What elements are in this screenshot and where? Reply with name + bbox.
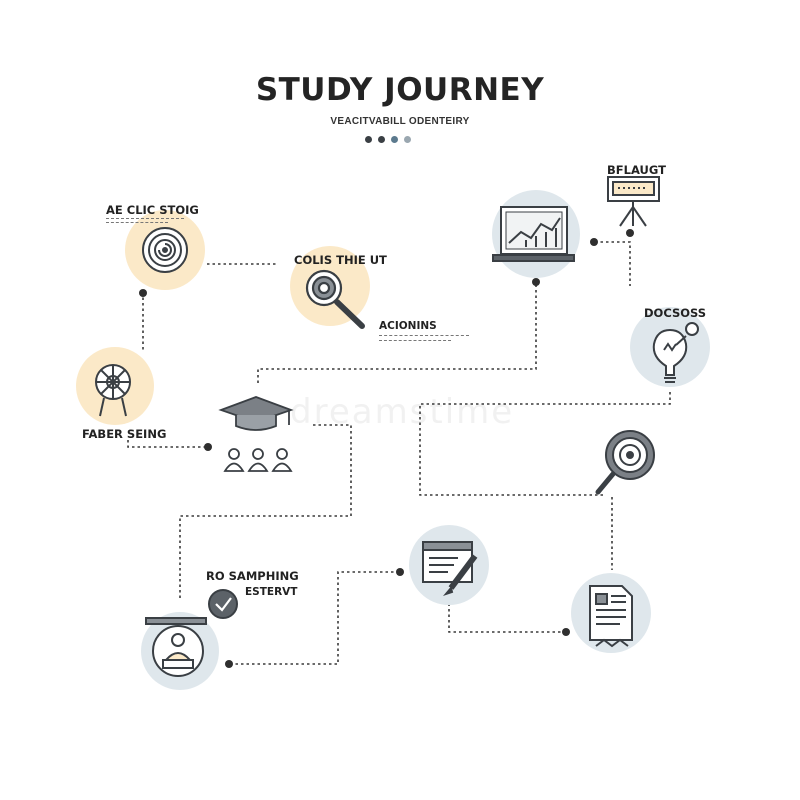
dot-wheel-right <box>204 443 212 451</box>
connector-cap-to-laptop <box>257 283 537 383</box>
dot-laptop-bottom <box>532 278 540 286</box>
connector-laptop-to-board <box>595 241 631 286</box>
page-subtitle: VEACITVABILL ODENTEIRY <box>330 116 470 127</box>
page-title: STUDY JOURNEY <box>255 72 545 108</box>
connector-bulb-to-target <box>419 392 671 496</box>
student-desk-icon <box>145 617 207 677</box>
document-pencil-icon <box>422 541 478 597</box>
connector-student-to-document <box>230 571 398 665</box>
target-spiral-icon <box>142 227 188 273</box>
connector-cap-to-student <box>179 424 352 600</box>
label-faber-seing: FABER SEING <box>82 427 167 441</box>
connector-wheel-to-cap <box>127 440 207 448</box>
ship-wheel-icon <box>95 364 131 417</box>
label-acionins-underline <box>379 335 469 337</box>
dot-3 <box>391 136 398 143</box>
label-clic-stoig: AE CLIC STOIG <box>106 203 199 217</box>
pagination-dots <box>365 130 435 143</box>
target-magnifier-icon <box>595 430 655 495</box>
label-acionins-underline-2 <box>379 340 451 342</box>
label-clic-underline-2 <box>106 222 168 224</box>
dot-student-right <box>225 660 233 668</box>
lightbulb-icon <box>652 322 699 383</box>
graduation-cap-icon <box>218 396 294 431</box>
dot-laptop-right <box>590 238 598 246</box>
label-estervt: ESTERVT <box>245 586 298 598</box>
connector-dots <box>139 229 634 668</box>
connector-newspaper-to-document <box>448 603 566 633</box>
checkmark-icon <box>208 589 238 619</box>
label-docsoss: DOCSOSS <box>644 306 707 320</box>
label-colis-thie-ut: COLIS THIE UT <box>294 253 387 267</box>
dot-1 <box>365 136 372 143</box>
dot-4 <box>404 136 411 143</box>
watermark: dreamstime <box>290 392 515 432</box>
magnifier-icon <box>305 269 365 329</box>
dot-2 <box>378 136 385 143</box>
label-bflaugt: BFLAUGT <box>607 163 666 177</box>
dot-document-left <box>396 568 404 576</box>
journey-path <box>127 241 671 665</box>
dot-spiral-bottom <box>139 289 147 297</box>
label-ro-samphing: RO SAMPHING <box>206 569 299 583</box>
newspaper-icon <box>589 585 633 648</box>
dot-newspaper-left <box>562 628 570 636</box>
label-acionins: ACIONINS <box>379 320 437 332</box>
presentation-board-icon <box>607 176 660 227</box>
people-group-icon <box>223 448 293 472</box>
dot-board-bottom <box>626 229 634 237</box>
laptop-chart-icon <box>492 206 575 262</box>
label-clic-underline <box>106 218 184 220</box>
